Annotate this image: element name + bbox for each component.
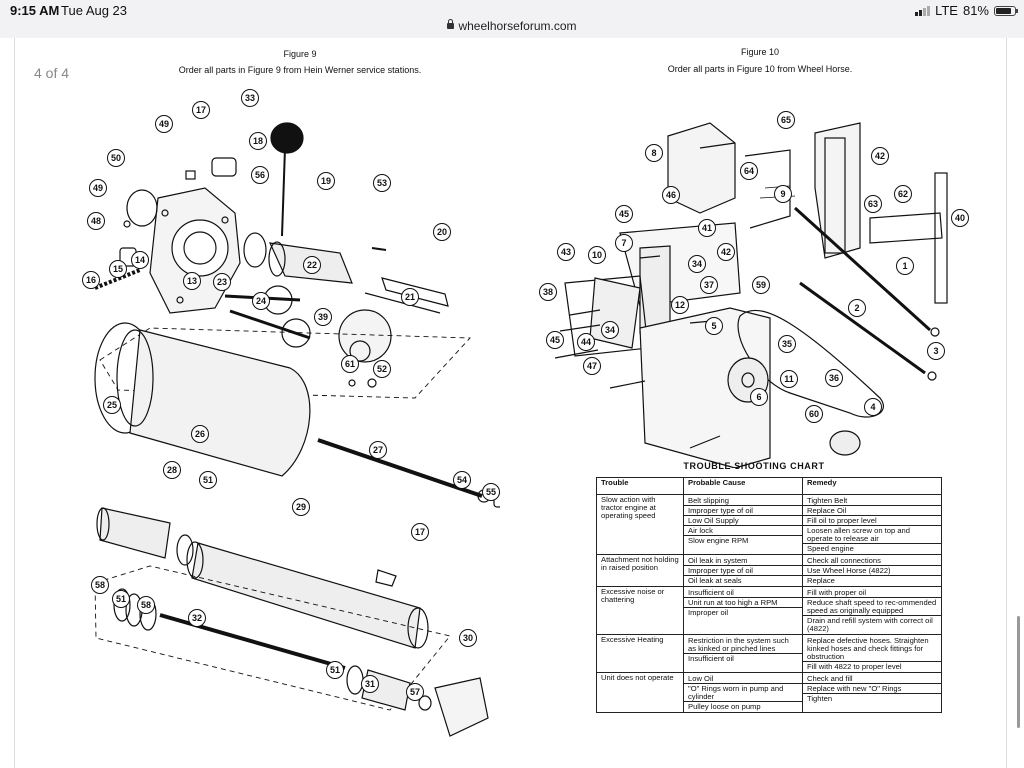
figure10-diagram (554, 122, 948, 468)
cause-text: "O" Rings worn in pump and cylinder (684, 683, 802, 701)
remedy-text: Replace (803, 575, 941, 585)
remedy-cell: Replace defective hoses. Straighten kink… (802, 634, 942, 673)
remedy-text: Drain and refill system with correct oil… (803, 615, 941, 633)
cause-text: Improper type of oil (684, 505, 802, 515)
signal-icon (915, 5, 931, 16)
trouble-cell: Unit does not operate (596, 672, 684, 713)
cause-text: Oil leak at seals (684, 575, 802, 585)
page-edge-left (14, 38, 15, 768)
lock-icon (447, 19, 455, 29)
cause-cell: Low Oil"O" Rings worn in pump and cylind… (683, 672, 803, 713)
col-remedy: Remedy (802, 477, 942, 495)
cause-text: Belt slipping (688, 496, 729, 505)
remedy-text: Tighten (803, 693, 941, 703)
figure9-diagram (94, 122, 500, 737)
status-time: 9:15 AM (10, 3, 60, 18)
carrier-label: LTE (935, 3, 958, 18)
cause-cell: Restriction in the system such as kinked… (683, 634, 803, 673)
cause-text: Pulley loose on pump (684, 701, 802, 711)
remedy-text: Speed engine (803, 543, 941, 553)
battery-icon (994, 5, 1018, 16)
trouble-cell: Slow action with tractor engine at opera… (596, 494, 684, 555)
status-bar: 9:15 AM Tue Aug 23 wheelhorseforum.com L… (0, 0, 1024, 39)
cause-text: Air lock (684, 525, 802, 535)
cause-text: Restriction in the system such as kinked… (688, 636, 789, 653)
page-indicator: 4 of 4 (34, 65, 70, 81)
col-trouble: Trouble (596, 477, 684, 495)
remedy-text: Replace defective hoses. Straighten kink… (807, 636, 929, 661)
cause-text: Improper oil (684, 607, 802, 617)
trouble-shooting-chart: TROUBLE SHOOTING CHART Trouble Probable … (596, 461, 942, 713)
remedy-text: Fill with proper oil (807, 588, 867, 597)
trouble-cell: Excessive Heating (596, 634, 684, 673)
remedy-text: Loosen allen screw on top and operate to… (803, 525, 941, 543)
status-indicators: LTE 81% (915, 3, 1018, 18)
figure10-title: Figure 10 (740, 47, 780, 57)
status-date: Tue Aug 23 (61, 3, 128, 18)
remedy-text: Reduce shaft speed to rec-ommended speed… (803, 597, 941, 615)
remedy-text: Check all connections (807, 556, 881, 565)
cause-text: Slow engine RPM (684, 535, 802, 545)
address-bar[interactable]: wheelhorseforum.com (0, 19, 1024, 33)
table-row: Slow action with tractor engine at opera… (596, 494, 942, 555)
cause-text: Low Oil Supply (684, 515, 802, 525)
remedy-text: Fill oil to proper level (803, 515, 941, 525)
remedy-text: Replace with new "O" Rings (803, 683, 941, 693)
col-cause: Probable Cause (683, 477, 803, 495)
cause-text: Unit run at too high a RPM (684, 597, 802, 607)
remedy-text: Check and fill (807, 674, 853, 683)
trouble-cell: Attachment not holding in raised positio… (596, 554, 684, 587)
page-edge-right (1006, 38, 1007, 768)
url-text: wheelhorseforum.com (458, 19, 577, 33)
cause-text: Insufficient oil (688, 588, 734, 597)
table-row: Attachment not holding in raised positio… (596, 554, 942, 587)
remedy-text: Use Wheel Horse (4822) (803, 565, 941, 575)
cause-text: Improper type of oil (684, 565, 802, 575)
trouble-table-body: Slow action with tractor engine at opera… (596, 494, 942, 713)
cause-text: Oil leak in system (688, 556, 748, 565)
cause-text: Low Oil (688, 674, 714, 683)
trouble-cell: Excessive noise or chattering (596, 586, 684, 635)
figure9-caption: Order all parts in Figure 9 from Hein We… (178, 65, 422, 75)
remedy-text: Tighten Belt (807, 496, 848, 505)
pdf-page[interactable]: 4 of 4 Figure 9 Order all parts in Figur… (0, 38, 1024, 768)
trouble-table: Trouble Probable Cause Remedy Slow actio… (596, 477, 942, 713)
battery-percent: 81% (962, 3, 989, 18)
figure10-caption: Order all parts in Figure 10 from Wheel … (667, 64, 853, 74)
remedy-text: Replace Oil (803, 505, 941, 515)
scrollbar-thumb[interactable] (1017, 616, 1020, 728)
trouble-chart-title: TROUBLE SHOOTING CHART (683, 461, 825, 471)
cause-text: Insufficient oil (684, 653, 802, 663)
remedy-text: Fill with 4822 to proper level (803, 661, 941, 671)
figure9-title: Figure 9 (283, 49, 317, 59)
